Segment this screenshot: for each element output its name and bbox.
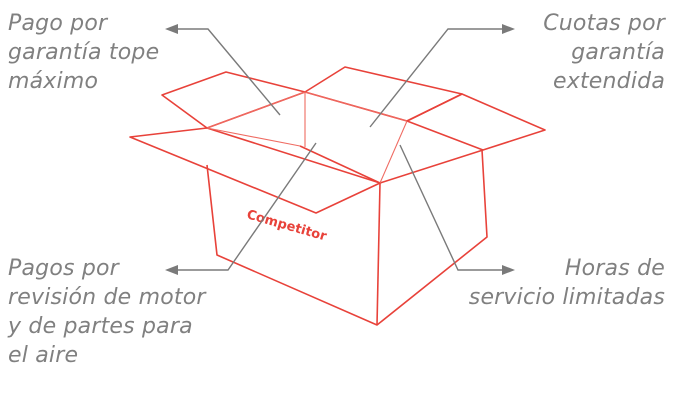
callout-line: servicio limitadas xyxy=(468,285,665,310)
arrow-bottom-left xyxy=(165,142,317,275)
callout-line: Pagos por xyxy=(8,256,119,281)
callout-line: garantía xyxy=(571,40,665,65)
arrow-top-right xyxy=(369,24,515,128)
callout-line: Horas de xyxy=(564,256,665,281)
callout-top-left: Pago por garantía tope máximo xyxy=(8,9,159,96)
arrow-bottom-right xyxy=(399,144,515,275)
callout-line: extendida xyxy=(553,69,665,94)
callout-line: Cuotas por xyxy=(543,11,665,36)
callout-line: garantía tope xyxy=(8,40,160,65)
callout-bottom-right: Horas de servicio limitadas xyxy=(469,254,665,312)
callout-line: máximo xyxy=(8,69,99,94)
callout-line: el aire xyxy=(8,343,79,368)
callout-top-right: Cuotas por garantía extendida xyxy=(543,9,665,96)
callout-bottom-left: Pagos por revisión de motor y de partes … xyxy=(8,254,206,370)
callout-line: y de partes para xyxy=(8,314,193,339)
callout-line: revisión de motor xyxy=(8,285,206,310)
arrow-top-left xyxy=(165,24,281,116)
callout-line: Pago por xyxy=(8,11,108,36)
